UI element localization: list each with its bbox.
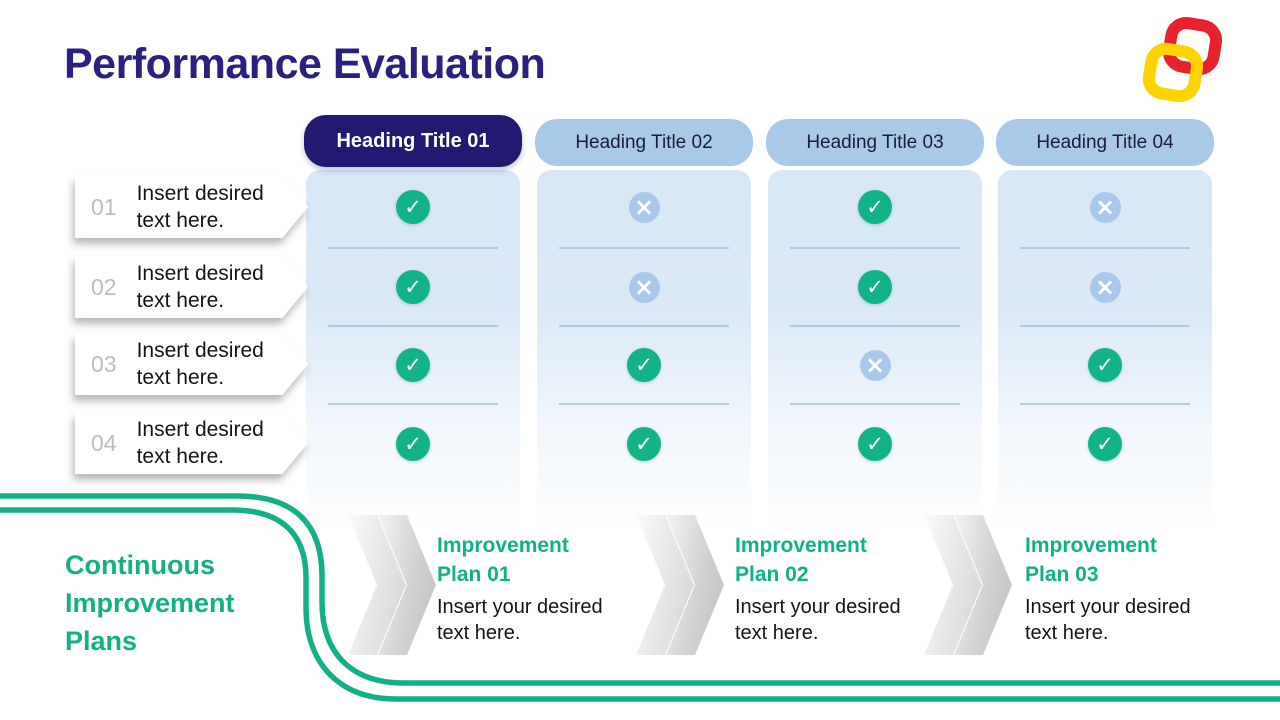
improvement-plan-1: Improvement Plan 01 Insert your desired … [437, 531, 622, 646]
row-divider [790, 403, 960, 405]
check-circle-icon: ✓ [627, 348, 661, 382]
cross-circle-icon: × [628, 191, 660, 223]
cross-circle-icon: × [628, 271, 660, 303]
row-divider [559, 403, 729, 405]
check-circle-icon: ✓ [1088, 427, 1122, 461]
plan-placeholder-text: Insert your desired text here. [1025, 596, 1191, 644]
row-divider [1020, 403, 1190, 405]
logo-red-shape [1162, 16, 1222, 76]
table-column-4: Heading Title 04 × × ✓ ✓ [996, 115, 1214, 550]
row-arrow-shape: 01 Insert desired text here. [75, 176, 308, 238]
row-number: 02 [91, 273, 117, 300]
column-header-3: Heading Title 03 [766, 119, 984, 166]
check-circle-icon: ✓ [396, 270, 430, 304]
check-circle-icon: ✓ [396, 190, 430, 224]
row-divider [1020, 325, 1190, 327]
row-divider [790, 247, 960, 249]
row-number: 03 [91, 350, 117, 377]
chevron-arrows-icon [348, 515, 440, 655]
improvement-plan-2: Improvement Plan 02 Insert your desired … [735, 531, 920, 646]
chevron-arrows-icon [924, 515, 1016, 655]
plan-title: Improvement Plan 03 [1025, 534, 1157, 586]
row-divider [559, 247, 729, 249]
cross-circle-icon: × [1089, 191, 1121, 223]
cross-circle-icon: × [1089, 271, 1121, 303]
column-header-1: Heading Title 01 [304, 115, 522, 167]
row-divider [328, 247, 498, 249]
logo-yellow-shape [1142, 42, 1203, 103]
column-header-4: Heading Title 04 [996, 119, 1214, 166]
footer-heading: Continuous Improvement Plans [65, 550, 235, 656]
column-header-label: Heading Title 01 [336, 129, 490, 152]
column-header-label: Heading Title 02 [575, 131, 713, 153]
plan-placeholder-text: Insert your desired text here. [735, 596, 901, 644]
plan-placeholder-text: Insert your desired text here. [437, 596, 603, 644]
row-arrow-shape: 03 Insert desired text here. [75, 333, 308, 395]
check-circle-icon: ✓ [858, 427, 892, 461]
row-label-1: 01 Insert desired text here. [75, 176, 308, 238]
row-number: 01 [91, 193, 117, 220]
table-column-2: Heading Title 02 × × ✓ ✓ [535, 115, 753, 550]
check-circle-icon: ✓ [858, 190, 892, 224]
row-placeholder-text: Insert desired text here. [136, 182, 264, 232]
plan-title: Improvement Plan 01 [437, 534, 569, 586]
slide-title: Performance Evaluation [64, 40, 546, 88]
row-divider [790, 325, 960, 327]
row-label-2: 02 Insert desired text here. [75, 256, 308, 318]
cross-circle-icon: × [859, 349, 891, 381]
row-divider [559, 325, 729, 327]
check-circle-icon: ✓ [396, 348, 430, 382]
chevron-arrows-icon [636, 515, 728, 655]
check-circle-icon: ✓ [1088, 348, 1122, 382]
column-header-2: Heading Title 02 [535, 119, 753, 166]
table-column-1: Heading Title 01 ✓ ✓ ✓ ✓ [304, 115, 522, 550]
column-header-label: Heading Title 04 [1036, 131, 1174, 153]
row-placeholder-text: Insert desired text here. [136, 339, 264, 389]
row-placeholder-text: Insert desired text here. [136, 418, 264, 468]
row-number: 04 [91, 429, 117, 456]
row-arrow-shape: 02 Insert desired text here. [75, 256, 308, 318]
row-divider [328, 325, 498, 327]
row-placeholder-text: Insert desired text here. [136, 262, 264, 312]
check-circle-icon: ✓ [858, 270, 892, 304]
check-circle-icon: ✓ [627, 427, 661, 461]
row-arrow-shape: 04 Insert desired text here. [75, 412, 308, 474]
row-label-3: 03 Insert desired text here. [75, 333, 308, 395]
row-divider [1020, 247, 1190, 249]
table-column-3: Heading Title 03 ✓ ✓ × ✓ [766, 115, 984, 550]
check-circle-icon: ✓ [396, 427, 430, 461]
row-label-4: 04 Insert desired text here. [75, 412, 308, 474]
column-header-label: Heading Title 03 [806, 131, 944, 153]
improvement-plan-3: Improvement Plan 03 Insert your desired … [1025, 531, 1210, 646]
plan-title: Improvement Plan 02 [735, 534, 867, 586]
brand-logo [1142, 16, 1222, 103]
row-divider [328, 403, 498, 405]
